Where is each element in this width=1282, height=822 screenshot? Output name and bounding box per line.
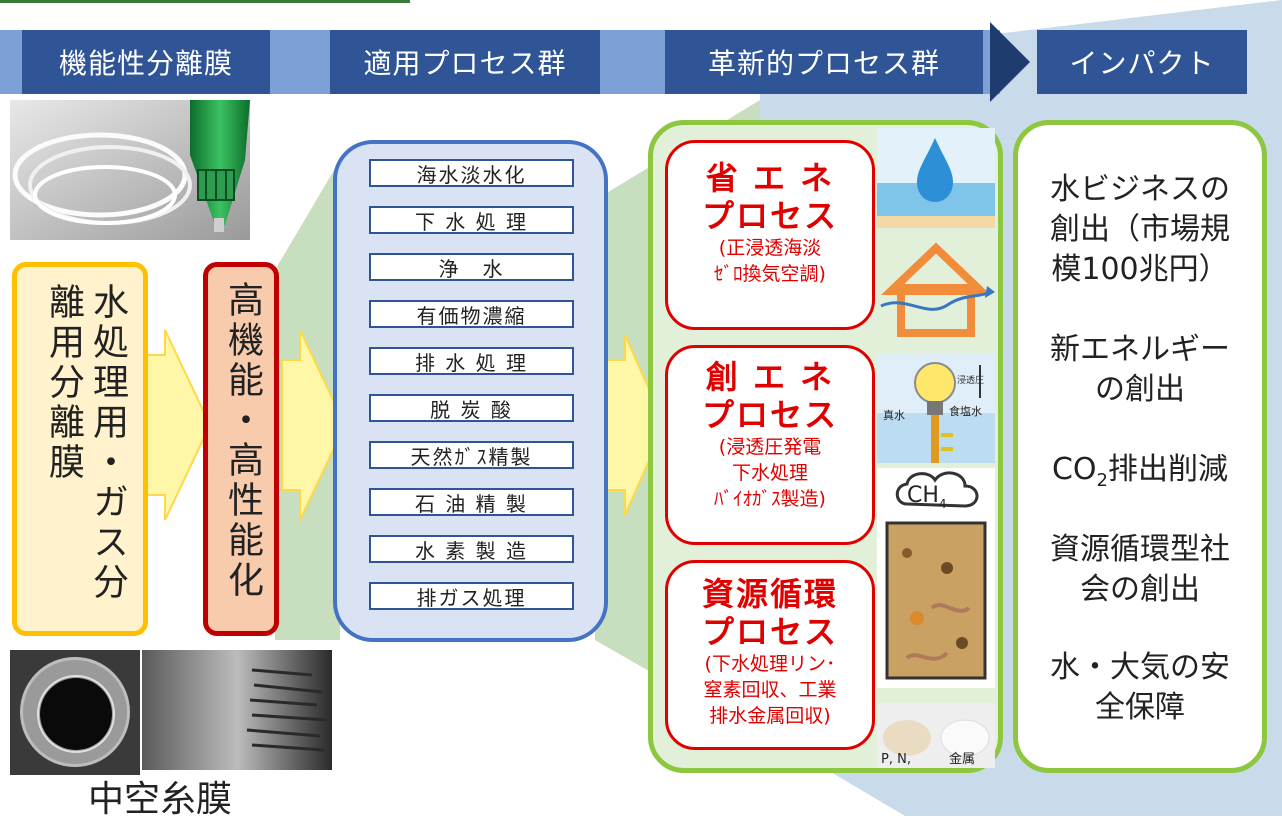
process-illustrations: 浸透圧 食塩水 真水 CH4 P, N, 金属 [877,128,995,768]
house-icon [880,242,995,337]
pn-label: P, N, [881,752,911,767]
header-membrane: 機能性分離膜 [22,30,270,94]
impact-water-air-security: 水・大気の安 全保障 [1013,648,1267,728]
top-green-line [0,0,410,3]
high-performance-box: 高機能・高性能化 [203,262,279,636]
methane-label: CH4 [907,483,947,511]
co2-text: CO [1051,452,1097,487]
hollow-fiber-caption: 中空糸膜 [88,779,233,820]
impact-line: 資源循環型社 [1050,532,1230,567]
energy-saving-sub-1: (正浸透海淡 [718,237,822,259]
membrane-sem-photo [142,650,332,770]
impact-water-business: 水ビジネスの 創出（市場規 模100兆円） [1013,170,1267,290]
resource-recycling-sub-1: (下水処理リン･ [704,653,836,675]
impact-resource-recycling-society: 資源循環型社 会の創出 [1013,530,1267,610]
energy-saving-sub-2: ｾﾞﾛ換気空調) [714,263,826,285]
energy-creation-sub-3: ﾊﾞｲｵｶﾞｽ製造) [714,488,826,510]
impact-line: 創出（市場規 [1050,212,1230,247]
energy-creation-sub-2: 下水処理 [731,462,808,484]
co2-subscript: 2 [1096,470,1108,491]
phosphorus-metal-icon: P, N, 金属 [877,703,995,768]
process-item: 天然ｶﾞｽ精製 [369,441,574,469]
energy-creation-title-2: プロセス [701,396,838,434]
resource-recycling-title-2: プロセス [701,613,838,651]
process-item: 排ガス処理 [369,582,574,610]
membrane-use-box: 水処理用・ガス分離用分離膜 [12,262,148,636]
impact-co2-reduction: CO2排出削減 [1013,450,1267,501]
energy-saving-title: 省 エ ネ [705,159,835,197]
process-item: 石 油 精 製 [369,488,574,516]
header-arrow-head [990,22,1030,102]
membrane-use-label: 水処理用・ガス分離用分離膜 [43,283,128,603]
process-item: 水 素 製 造 [369,535,574,563]
energy-creation-sub-1: (浸透圧発電 [718,436,822,458]
water-drop-icon [877,128,995,228]
resource-recycling-sub-2: 窒素回収、工業 [703,679,837,701]
impact-line: 全保障 [1095,690,1185,725]
header-applied-process: 適用プロセス群 [330,30,600,94]
co2-reduction-text: 排出削減 [1108,452,1228,487]
resource-recycling-process-box: 資源循環 プロセス (下水処理リン･ 窒素回収、工業 排水金属回収) [665,560,875,750]
impact-line: 模100兆円） [1051,252,1229,287]
resource-recycling-sub-3: 排水金属回収) [709,705,831,727]
impact-line: の創出 [1095,372,1185,407]
energy-saving-title-2: プロセス [701,197,838,235]
process-item: 海水淡水化 [369,159,574,187]
impact-line: 会の創出 [1080,572,1200,607]
impact-line: 水ビジネスの [1050,172,1230,207]
methane-soil-icon: CH4 [877,468,995,688]
process-item: 脱 炭 酸 [369,394,574,422]
pressure-label: 浸透圧 [957,375,984,386]
process-item: 下 水 処 理 [369,206,574,234]
freshwater-label: 真水 [883,408,905,422]
yellow-arrow-3 [604,334,667,516]
yellow-arrow-2 [281,329,347,521]
process-item: 排 水 処 理 [369,347,574,375]
high-performance-label: 高機能・高性能化 [222,281,263,601]
energy-saving-process-box: 省 エ ネ プロセス (正浸透海淡 ｾﾞﾛ換気空調) [665,140,875,330]
yellow-arrow-1 [144,329,212,521]
impact-line: 水・大気の安 [1050,650,1230,685]
hollow-fiber-cross-section-photo [10,650,140,775]
process-item: 浄 水 [369,253,574,281]
header-innovative-process: 革新的プロセス群 [665,30,983,94]
applied-process-panel: 海水淡水化 下 水 処 理 浄 水 有価物濃縮 排 水 処 理 脱 炭 酸 天然… [333,140,608,642]
energy-creation-title: 創 エ ネ [705,358,835,396]
process-item: 有価物濃縮 [369,300,574,328]
impact-panel [1013,120,1267,773]
energy-creation-process-box: 創 エ ネ プロセス (浸透圧発電 下水処理 ﾊﾞｲｵｶﾞｽ製造) [665,345,875,545]
metal-label: 金属 [949,751,975,767]
hollow-fiber-module-photo [10,100,250,240]
resource-recycling-title: 資源循環 [701,575,838,613]
impact-line: 新エネルギー [1050,332,1230,367]
header-impact: インパクト [1037,30,1247,94]
saltwater-label: 食塩水 [949,404,982,418]
impact-new-energy: 新エネルギー の創出 [1013,330,1267,410]
light-bulb-icon: 浸透圧 食塩水 真水 [877,353,995,463]
